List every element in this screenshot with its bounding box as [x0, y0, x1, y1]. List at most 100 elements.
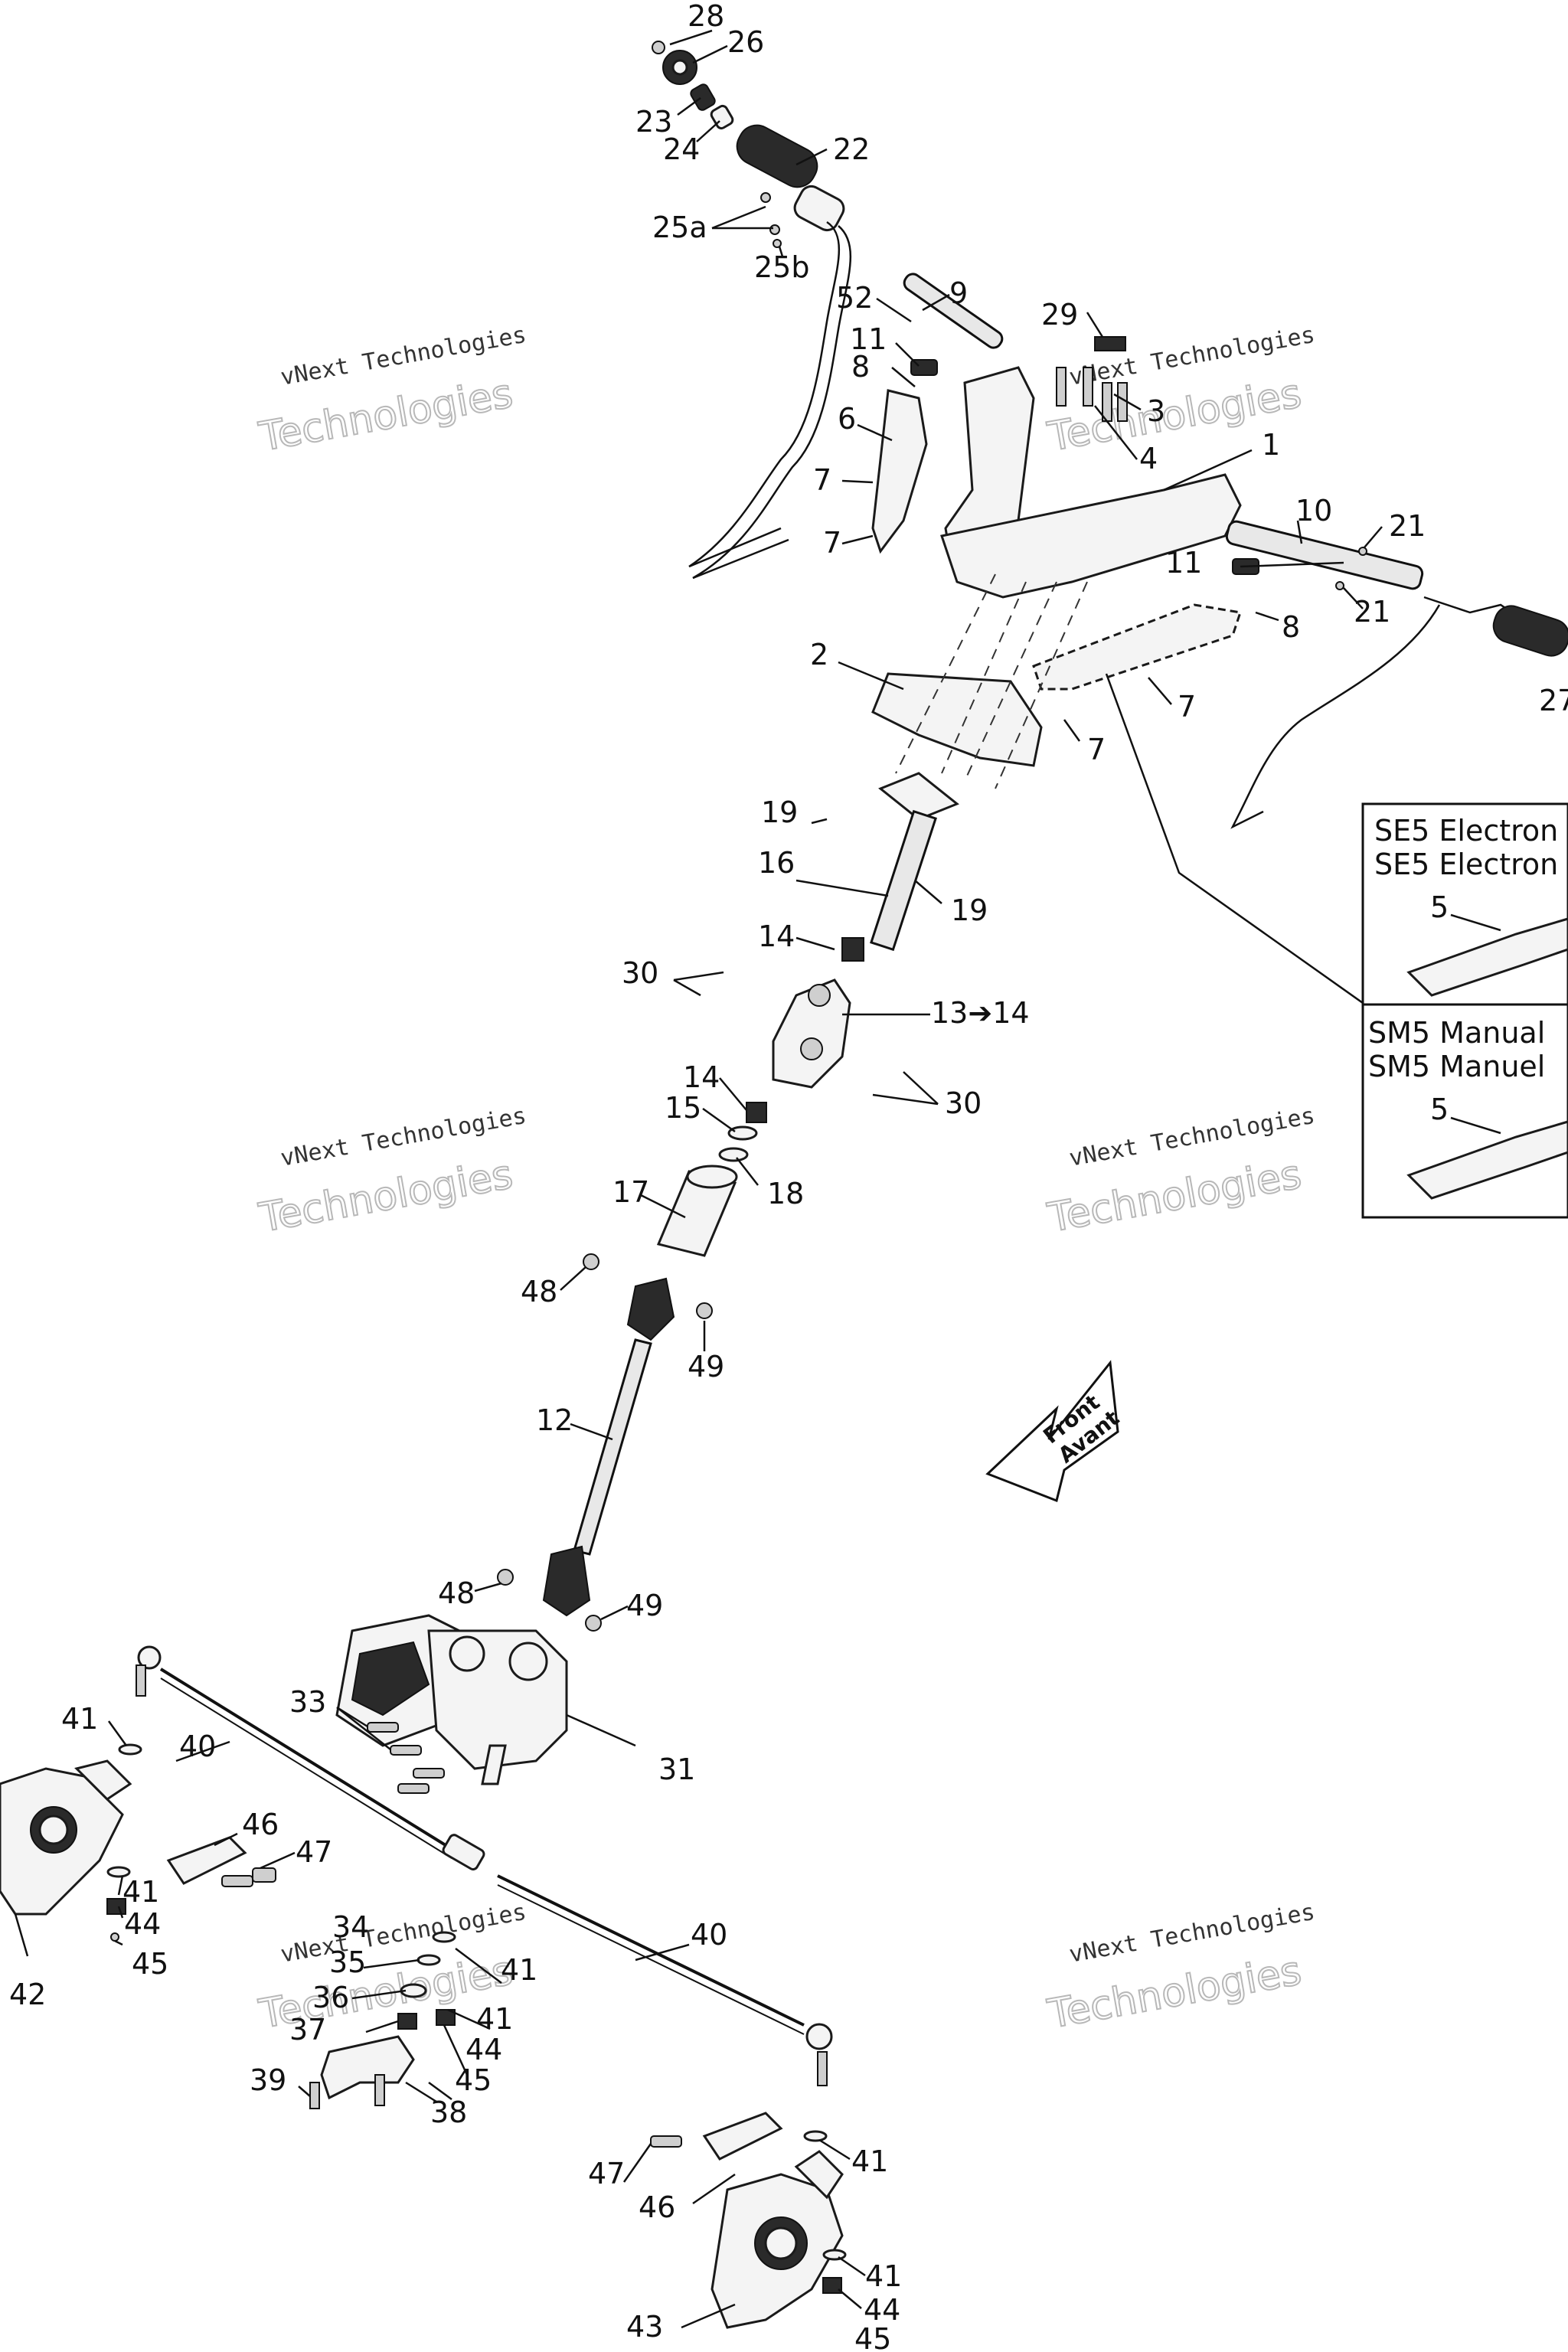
arm-46-right [702, 2112, 783, 2161]
inset-sm5-part-label: 5 [1430, 1093, 1449, 1126]
part-label-43: 43 [626, 2310, 663, 2344]
part-label-48b: 48 [438, 1576, 475, 1610]
washer-41-right [803, 2130, 828, 2142]
part-label-44: 44 [124, 1907, 161, 1941]
part-label-46b: 46 [639, 2190, 675, 2224]
part-label-14b: 14 [683, 1060, 720, 1094]
part-label-4: 4 [1139, 442, 1158, 475]
screw-25a-2 [769, 224, 780, 235]
shaft-16 [870, 809, 937, 952]
grip-27 [1492, 605, 1568, 657]
part-label-26: 26 [727, 25, 764, 59]
part-label-17: 17 [612, 1175, 649, 1209]
part-label-6: 6 [838, 402, 856, 436]
cable-left-end [688, 527, 789, 580]
part-label-41c: 41 [501, 1953, 537, 1987]
part-label-21b: 21 [1354, 595, 1390, 629]
shaft-12 [573, 1338, 652, 1556]
screw-21 [1358, 547, 1367, 556]
cable-right [1230, 604, 1441, 829]
part-label-7: 7 [813, 463, 831, 497]
bushing-14 [841, 937, 864, 962]
part-label-44b: 44 [466, 2033, 502, 2066]
nut-49-lower [585, 1615, 602, 1632]
part-label-3: 3 [1147, 394, 1165, 428]
knuckle-42-arm [74, 1759, 132, 1801]
end-cap-inner [671, 59, 688, 76]
part-label-45c: 45 [854, 2322, 891, 2352]
part-label-11b: 11 [1165, 546, 1202, 580]
tie-rod-stud-right [817, 2051, 828, 2086]
bracket-38 [320, 2035, 415, 2100]
part-label-39: 39 [250, 2063, 286, 2097]
tie-rod-40-right [497, 1874, 805, 2027]
screw-21b [1335, 581, 1344, 590]
bolt-39 [309, 2082, 320, 2109]
motor-fins [351, 1641, 430, 1717]
part-label-35: 35 [329, 1945, 366, 1979]
tie-rod-40-right-b [497, 1884, 805, 2035]
leader [1450, 1116, 1501, 1135]
watermark-bottom-right: vNext Technologies Technologies [1044, 1899, 1317, 2039]
knuckle-42-hub-inner [38, 1815, 69, 1845]
nut-44-mid [436, 2009, 456, 2026]
screw-25b [773, 239, 782, 248]
bolt-48 [583, 1253, 599, 1270]
watermark-mid-left: vNext Technologies Technologies [255, 1102, 528, 1243]
part-label-46: 46 [242, 1808, 279, 1841]
spring-23 [690, 83, 716, 111]
part-label-7c: 7 [1178, 690, 1196, 724]
part-labels: 28 26 23 24 22 25a 25b 9 52 29 11 8 3 4 … [9, 0, 1568, 2352]
bolt-48-lower [497, 1569, 514, 1586]
part-label-19: 19 [761, 795, 798, 829]
washer-41b [106, 1866, 131, 1878]
part-label-11: 11 [850, 322, 887, 356]
watermark-mid-right: vNext Technologies Technologies [1044, 1102, 1317, 1243]
part-label-41: 41 [61, 1702, 98, 1736]
bracket-6 [871, 389, 928, 554]
knuckle-43-arm [794, 2150, 844, 2200]
nut-47 [252, 1867, 276, 1883]
part-label-34: 34 [332, 1910, 369, 1944]
nut-44 [106, 1898, 126, 1915]
part-label-21: 21 [1389, 509, 1426, 543]
handlebar-assembly [871, 273, 1568, 829]
part-label-42: 42 [9, 1978, 46, 2011]
inset-panel: SE5 Electron SE5 Electron 5 SM5 Manual S… [1105, 673, 1568, 1219]
part-label-31: 31 [658, 1753, 695, 1786]
part-label-41d: 41 [476, 2002, 513, 2036]
watermark-top-left: vNext Technologies Technologies [255, 322, 528, 462]
part-label-33: 33 [289, 1685, 326, 1719]
part-label-41f: 41 [865, 2259, 902, 2293]
block-13-boss-2 [800, 1037, 823, 1060]
ring-18 [718, 1147, 749, 1162]
gearbox-output [481, 1744, 507, 1785]
part-label-25b: 25b [754, 250, 809, 284]
guide-line [895, 573, 996, 774]
part-label-22: 22 [833, 132, 870, 166]
u-joint-lower [542, 1545, 591, 1617]
inset-sm5-bracket-5 [1406, 1120, 1568, 1200]
cover-2 [871, 672, 1043, 767]
sleeve-17-top [686, 1165, 738, 1189]
front-direction-arrow: Front Avant [985, 1360, 1124, 1503]
bolt-47-right [650, 2135, 682, 2148]
part-label-41e: 41 [851, 2145, 888, 2178]
bolt-38 [374, 2074, 385, 2106]
part-label-40b: 40 [691, 1918, 727, 1952]
grip-22 [736, 124, 818, 188]
part-label-29: 29 [1041, 298, 1078, 332]
part-label-52: 52 [836, 281, 873, 315]
part-label-27: 27 [1539, 684, 1568, 717]
part-label-10: 10 [1295, 494, 1332, 528]
bracket-5 [1032, 603, 1242, 691]
screw-28 [652, 41, 665, 54]
washer-34 [432, 1931, 456, 1943]
part-label-49: 49 [688, 1350, 724, 1383]
tie-rod-joint [442, 1834, 485, 1871]
part-label-48: 48 [521, 1275, 557, 1308]
left-grip-assembly [652, 41, 852, 580]
part-label-44c: 44 [864, 2293, 900, 2327]
part-label-15: 15 [665, 1091, 701, 1125]
bolt-33b [390, 1745, 422, 1756]
